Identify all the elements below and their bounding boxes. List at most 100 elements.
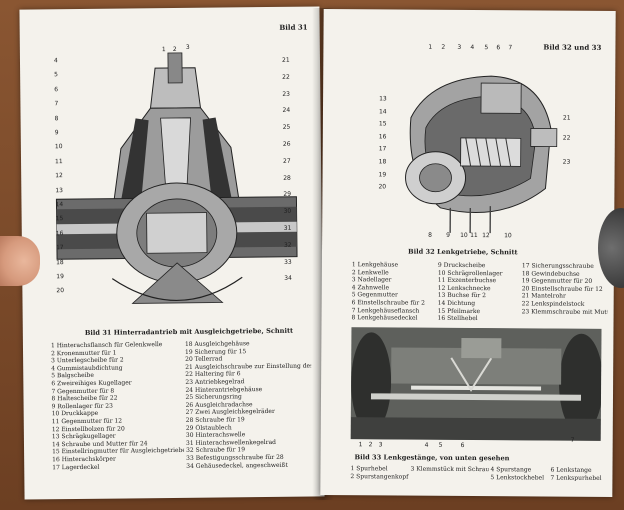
callout-32-bottom-4: 11	[470, 232, 478, 240]
callout-31-right-14: 34	[284, 275, 292, 283]
callout-33-1: 1	[358, 441, 363, 449]
reader-thumb	[0, 236, 40, 286]
legend-33-item: 5 Lenkstockhebel	[490, 473, 545, 482]
callout-31-left-12: 15	[55, 215, 64, 223]
legend-33-column-2: 3 Klemmstück mit Schraube und Mutter	[410, 466, 488, 474]
rear-axle-drive-diagram	[55, 52, 298, 304]
callout-32-top-6: 6	[496, 44, 501, 52]
callout-31-right-10: 30	[283, 207, 292, 216]
callout-32-top-4: 4	[470, 44, 475, 52]
callout-32-left-4: 16	[378, 133, 387, 141]
left-page-header: Bild 31	[279, 22, 308, 32]
callout-32-top-2: 2	[441, 43, 446, 51]
legend-33-item: 4 Spurstange	[490, 466, 532, 474]
legend-33-item: 7 Lenkspurhebel	[550, 474, 602, 482]
callout-31-left-17: 20	[56, 287, 65, 295]
callout-31-right-5: 25	[282, 123, 291, 132]
callout-32-bottom-5: 12	[482, 232, 490, 240]
callout-32-top-3: 3	[457, 43, 462, 51]
callout-31-left-2: 5	[54, 71, 58, 79]
callout-31-top-2: 2	[172, 45, 177, 53]
callout-32-left-7: 19	[378, 170, 387, 179]
steering-linkage-photo-art	[350, 327, 602, 441]
callout-31-left-9: 12	[55, 172, 63, 180]
callout-31-right-9: 29	[283, 191, 292, 199]
callout-32-top-7: 7	[508, 44, 513, 52]
callout-31-left-1: 4	[53, 57, 58, 65]
legend-31-item: 17 Lagerdeckel	[52, 463, 100, 471]
callout-31-left-11: 14	[55, 201, 64, 209]
callout-31-left-13: 16	[55, 229, 64, 238]
callout-31-right-11: 31	[283, 224, 292, 232]
figure-33-caption: Bild 33 Lenkgestänge, von unten gesehen	[354, 453, 510, 463]
callout-32-left-3: 15	[378, 120, 387, 128]
legend-32-item: 17 Sicherungsschraube	[521, 262, 594, 270]
callout-31-left-16: 19	[56, 273, 64, 281]
callout-31-right-13: 33	[284, 258, 292, 266]
callout-31-right-12: 32	[283, 241, 292, 249]
legend-32-item: 6 Einstellschraube für 2	[351, 299, 426, 307]
callout-31-top-3: 3	[185, 43, 190, 51]
callout-33-2: 2	[368, 441, 373, 449]
legend-32-item: 8 Lenkgehäusedeckel	[351, 314, 418, 322]
callout-31-left-15: 18	[56, 258, 64, 266]
callout-31-top-1: 1	[161, 46, 166, 54]
callout-32-left-8: 20	[378, 183, 387, 191]
legend-32-item: 22 Lenkspindelstock	[521, 300, 585, 308]
callout-31-right-4: 24	[282, 107, 291, 115]
callout-31-right-2: 22	[282, 73, 290, 81]
legend-31-item: 15 Einstellringmutter für Ausgleichgetri…	[52, 447, 185, 456]
legend-33-item: 2 Spurstangenkopf	[350, 472, 409, 481]
legend-33-item: 6 Lenkstange	[550, 466, 592, 474]
callout-31-right-8: 28	[283, 174, 291, 182]
legend-32-item: 23 Klemmschraube mit Mutter und Federrin…	[521, 307, 608, 316]
legend-33-item: 3 Klemmstück mit Schraube und Mutter	[410, 465, 489, 474]
legend-32-item: 1 Lenkgehäuse	[351, 261, 399, 269]
callout-33-6: 6	[460, 441, 465, 449]
figure-32-caption: Bild 32 Lenkgetriebe, Schnitt	[407, 247, 518, 257]
legend-33-item: 1 Spurhebel	[350, 465, 388, 473]
callout-31-left-6: 9	[54, 129, 59, 137]
callout-33-7: 7	[570, 436, 575, 444]
callout-31-left-14: 17	[55, 244, 64, 252]
callout-31-left-8: 11	[54, 157, 63, 166]
callout-32-left-5: 17	[378, 145, 387, 153]
callout-32-right-1: 21	[562, 114, 571, 122]
callout-32-right-2: 22	[562, 134, 571, 142]
callout-31-left-4: 7	[54, 100, 59, 108]
callout-32-left-2: 14	[378, 107, 387, 116]
callout-31-right-3: 23	[282, 90, 291, 98]
callout-31-left-3: 6	[54, 85, 59, 94]
figure-31-caption: Bild 31 Hinterradantrieb mit Ausgleichge…	[84, 326, 294, 337]
callout-32-bottom-1: 8	[428, 231, 432, 239]
legend-32-item: 16 Stellhebel	[437, 314, 478, 323]
callout-33-4: 4	[424, 441, 429, 449]
callout-31-right-1: 21	[281, 56, 290, 64]
legend-32-item: 9 Druckscheibe	[437, 261, 486, 270]
callout-31-left-10: 13	[55, 186, 64, 194]
legend-31-item: 34 Gehäusedeckel, angeschweißt	[186, 461, 288, 470]
callout-31-right-7: 27	[283, 157, 291, 165]
callout-31-right-6: 26	[282, 140, 291, 148]
callout-32-bottom-2: 9	[446, 231, 450, 239]
left-page: Bild 31 1 2 3 4 5 6 7 8 9 10 11 12 13 14 15 16 17 18 19…	[19, 6, 325, 500]
right-page-header: Bild 32 und 33	[543, 42, 602, 52]
callout-32-left-6: 18	[378, 158, 387, 166]
callout-33-5: 5	[438, 441, 443, 449]
callout-31-left-7: 10	[54, 143, 63, 151]
callout-32-top-1: 1	[428, 43, 433, 51]
callout-32-right-3: 23	[562, 158, 571, 166]
callout-31-left-5: 8	[54, 114, 59, 122]
callout-32-bottom-3: 10	[460, 231, 468, 239]
